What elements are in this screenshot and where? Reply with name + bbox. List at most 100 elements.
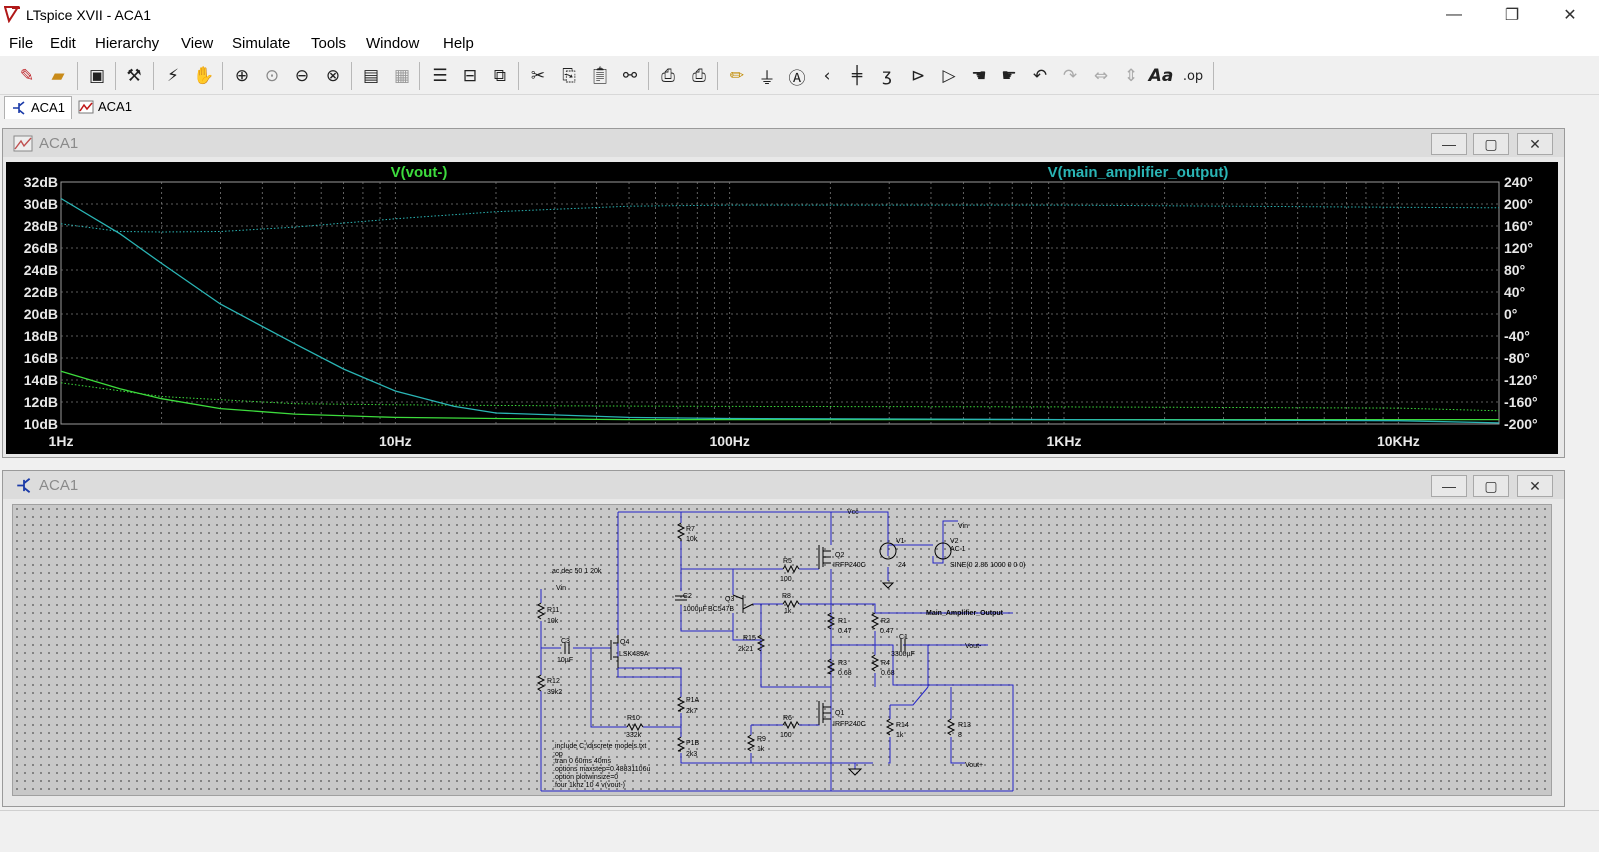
spice-directives[interactable]: .include C:\discrete models.txt ;op ;tra… — [553, 743, 650, 789]
copy-icon[interactable]: ⎘ — [562, 66, 576, 86]
schematic-drawing[interactable]: Vcc Vin Vin V1 24 V2 AC 1 SINE(0 2.85 10… — [13, 505, 1553, 797]
menu-simulate[interactable]: Simulate — [232, 35, 291, 52]
label-c2: C2 — [683, 593, 692, 600]
ground-symbols — [847, 582, 895, 776]
label-net-icon[interactable]: Ⓐ — [788, 68, 806, 89]
directive-include[interactable]: .include C:\discrete models.txt — [553, 743, 646, 750]
toolbar: ✎ ▰ ▣ ⚒ ⚡ ✋ ⊕ ⊙ ⊖ ⊗ ▤ ▦ ☰ ⊟ ⧉ ✂ ⎘ 📋︎ ⚯ ⎙… — [0, 57, 1599, 95]
control-panel-icon[interactable]: ⚒ — [126, 66, 142, 86]
left-tick-label: 20dB — [24, 306, 58, 322]
delete-traces-icon[interactable]: ▦ — [393, 66, 411, 86]
schematic-icon — [17, 478, 31, 493]
new-schematic-icon[interactable]: ✎ — [19, 66, 35, 86]
schematic-window-title: ACA1 — [39, 477, 79, 494]
zoom-in-icon[interactable]: ⊕ — [234, 66, 250, 86]
schematic-canvas[interactable]: Vcc Vin Vin V1 24 V2 AC 1 SINE(0 2.85 10… — [12, 504, 1552, 796]
right-tick-label: 240° — [1504, 174, 1533, 190]
waveform-maximize-button[interactable]: ▢ — [1473, 133, 1509, 155]
menu-hierarchy[interactable]: Hierarchy — [95, 35, 160, 52]
tab-waveform[interactable]: ACA1 — [72, 96, 138, 119]
schematic-close-button[interactable]: ✕ — [1517, 475, 1553, 497]
diode-icon[interactable]: ⊳ — [910, 66, 926, 86]
text-icon[interactable]: Aa — [1148, 66, 1174, 86]
left-tick-label: 12dB — [24, 394, 58, 410]
undo-icon[interactable]: ↶ — [1032, 66, 1048, 86]
right-tick-label: -40° — [1504, 328, 1530, 344]
waveform-plot[interactable]: 32dB30dB28dB26dB24dB22dB20dB18dB16dB14dB… — [6, 162, 1558, 454]
draw-wire-icon[interactable]: ✏ — [729, 66, 745, 86]
cascade-icon[interactable]: ⧉ — [493, 66, 507, 86]
menu-window[interactable]: Window — [366, 35, 420, 52]
resistor-p1b — [676, 736, 686, 752]
ac-analysis-directive[interactable]: .ac dec 50 1 20k — [550, 568, 602, 575]
label-v2-ac: AC 1 — [950, 546, 966, 553]
directive-tran[interactable]: ;tran 0 60ms 40ms — [553, 758, 611, 765]
right-tick-label: -200° — [1504, 416, 1538, 432]
rotate-icon[interactable]: ⇔ — [1093, 66, 1109, 86]
resistor-icon[interactable]: ‹ — [823, 66, 831, 86]
label-r4: R4 — [881, 660, 890, 667]
menu-help[interactable]: Help — [443, 35, 474, 52]
capacitor-icon[interactable]: ╪ — [851, 66, 863, 86]
label-p1b-value: 2k3 — [686, 751, 697, 758]
left-tick-label: 14dB — [24, 372, 58, 388]
minimize-button[interactable]: — — [1446, 6, 1462, 23]
tile-horizontal-icon[interactable]: ☰ — [432, 66, 448, 86]
series-legend-main-amplifier-output[interactable]: V(main_amplifier_output) — [1048, 164, 1229, 181]
directive-options-maxstep[interactable]: .options maxstep=0.48831106u — [553, 766, 650, 773]
left-tick-label: 16dB — [24, 350, 58, 366]
label-q4-model: LSK489A — [619, 651, 649, 658]
resistor-r9 — [746, 734, 756, 752]
directive-op[interactable]: ;op — [553, 751, 563, 758]
label-r13: R13 — [958, 722, 971, 729]
label-r7: R7 — [686, 526, 695, 533]
run-icon[interactable]: ⚡ — [167, 66, 179, 86]
ground-icon[interactable]: ⏚ — [758, 68, 776, 89]
x-tick-label: 10KHz — [1377, 433, 1420, 449]
directive-option-plotwinsize[interactable]: .option plotwinsize=0 — [553, 774, 618, 781]
label-r9: R9 — [757, 736, 766, 743]
zoom-fit-icon[interactable]: ⊗ — [325, 66, 341, 86]
print-setup-icon[interactable]: ⎙ — [661, 66, 675, 86]
restore-button[interactable]: ❐ — [1504, 7, 1520, 24]
tab-schematic[interactable]: ACA1 — [4, 96, 72, 119]
inductor-icon[interactable]: ʒ — [882, 66, 892, 86]
schematic-minimize-button[interactable]: — — [1431, 475, 1467, 497]
spice-directive-button[interactable]: .op — [1182, 68, 1204, 84]
mirror-icon[interactable]: ⇕ — [1123, 66, 1139, 86]
series-legend-vout-minus[interactable]: V(vout-) — [391, 164, 448, 181]
label-v1-value: 24 — [898, 562, 906, 569]
right-axis-ticks: 240°200°160°120°80°40°0°-40°-80°-120°-16… — [1504, 174, 1538, 432]
schematic-maximize-button[interactable]: ▢ — [1473, 475, 1509, 497]
label-v2: V2 — [950, 538, 959, 545]
autorange-icon[interactable]: ▤ — [362, 66, 380, 86]
waveform-close-button[interactable]: ✕ — [1517, 133, 1553, 155]
save-icon[interactable]: ▣ — [88, 66, 106, 86]
right-tick-label: 40° — [1504, 284, 1525, 300]
paste-icon[interactable]: 📋︎ — [589, 66, 611, 86]
menu-tools[interactable]: Tools — [311, 35, 347, 52]
label-c1: C1 — [899, 634, 908, 641]
cut-icon[interactable]: ✂ — [530, 66, 546, 86]
menu-file[interactable]: File — [9, 35, 34, 52]
move-hand-icon[interactable]: ☚ — [971, 66, 987, 86]
voltage-source-v1 — [879, 542, 897, 560]
print-icon[interactable]: ⎙ — [692, 66, 706, 86]
find-icon[interactable]: ⚯ — [622, 66, 638, 86]
label-q2: Q2 — [835, 552, 844, 559]
directive-four[interactable]: .four 1khz 10 4 v(vout-) — [553, 782, 625, 789]
close-button[interactable]: ✕ — [1563, 7, 1577, 24]
open-folder-icon[interactable]: ▰ — [51, 66, 65, 86]
menu-edit[interactable]: Edit — [50, 35, 76, 52]
redo-icon[interactable]: ↷ — [1062, 66, 1078, 86]
component-icon[interactable]: ▷ — [942, 66, 956, 86]
waveform-minimize-button[interactable]: — — [1431, 133, 1467, 155]
pan-icon[interactable]: ⊙ — [264, 66, 280, 86]
capacitor-c2 — [675, 595, 687, 601]
label-v1: V1 — [896, 538, 905, 545]
tile-vertical-icon[interactable]: ⊟ — [462, 66, 478, 86]
halt-icon[interactable]: ✋ — [193, 66, 215, 86]
zoom-out-icon[interactable]: ⊖ — [294, 66, 310, 86]
drag-hand-icon[interactable]: ☛ — [1001, 66, 1017, 86]
menu-view[interactable]: View — [181, 35, 214, 52]
